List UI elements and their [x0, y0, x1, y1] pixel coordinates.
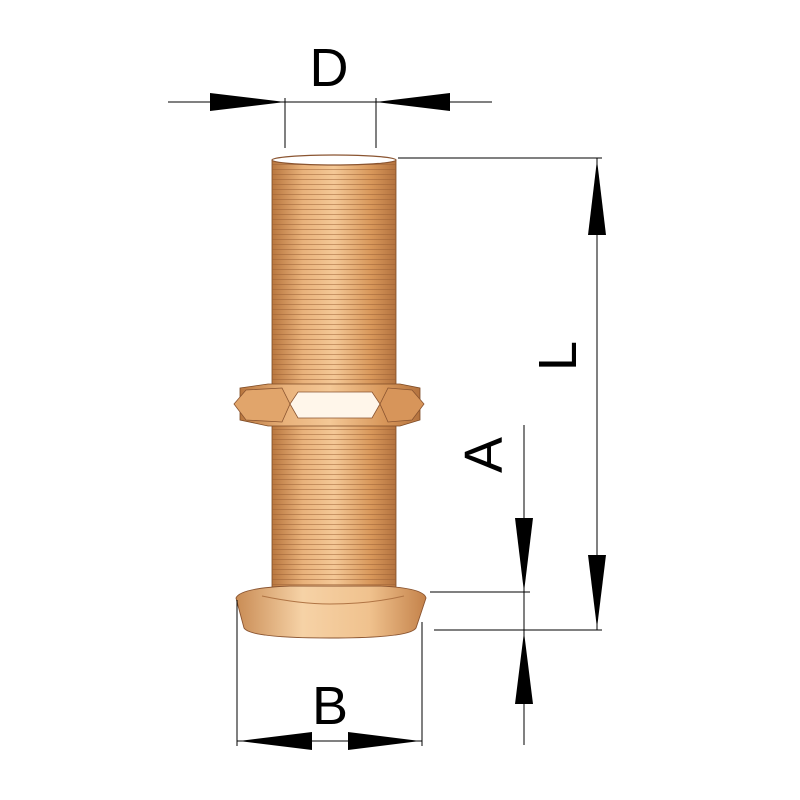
hex-nut: [233, 383, 425, 427]
label-d: D: [310, 38, 349, 98]
l-arrow-top: [588, 160, 606, 235]
dimension-b: B: [236, 600, 423, 750]
b-arrow-right: [348, 732, 420, 750]
dimension-d: D: [168, 38, 492, 148]
d-arrow-left: [210, 93, 285, 111]
l-arrow-bottom: [588, 555, 606, 628]
nut-face-right: [379, 387, 425, 423]
a-arrow-bottom: [515, 632, 533, 704]
nut-face-center: [289, 391, 381, 419]
d-arrow-right: [376, 93, 450, 111]
label-a: A: [454, 437, 514, 473]
dimension-l: L: [398, 157, 606, 631]
top-bore: [271, 154, 397, 166]
flange: [235, 585, 427, 639]
thru-hull-fitting-icon: [233, 154, 427, 639]
dimension-a: A: [430, 425, 533, 745]
label-l: L: [528, 341, 588, 371]
label-b: B: [312, 676, 348, 736]
a-arrow-top: [515, 518, 533, 592]
b-arrow-left: [239, 732, 312, 750]
